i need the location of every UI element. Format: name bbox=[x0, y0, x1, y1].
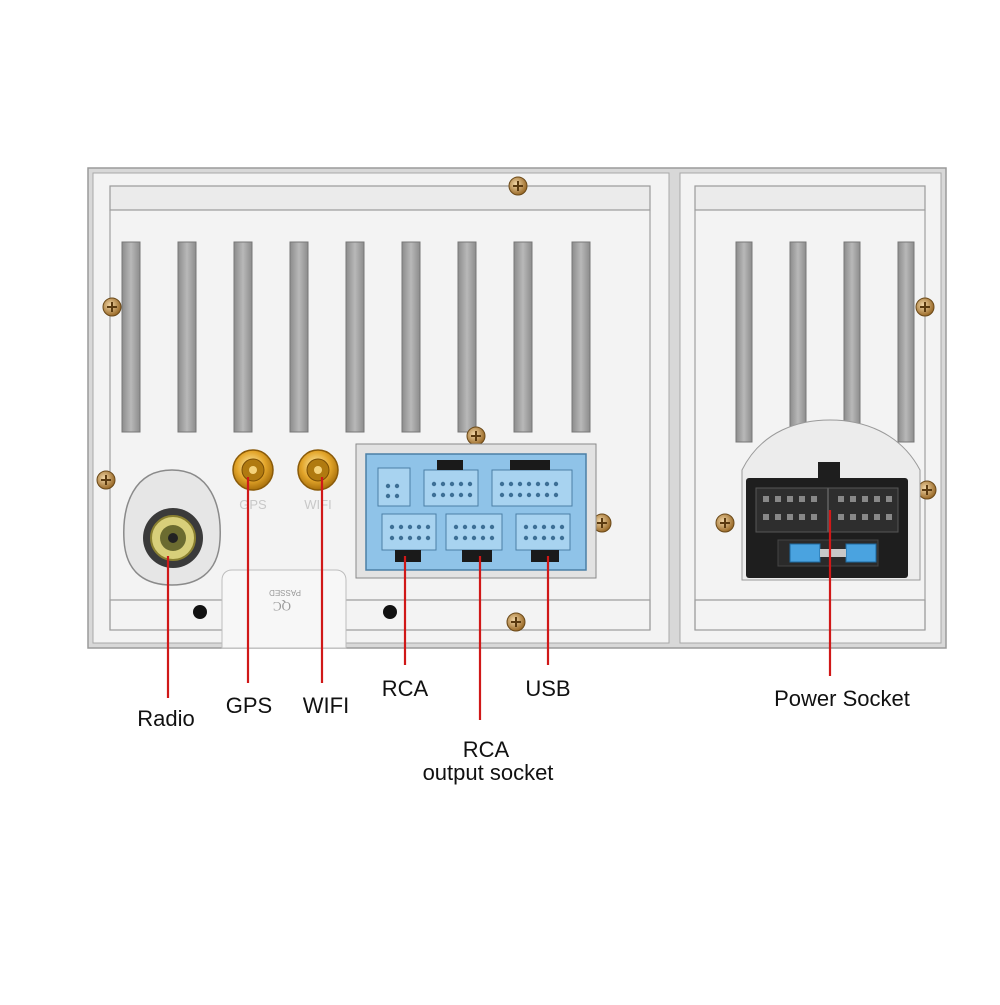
gps-panel-mark: GPS bbox=[239, 497, 267, 512]
label-usb: USB bbox=[525, 676, 571, 701]
label-rca-output-line2: output socket bbox=[422, 760, 554, 785]
vent-slots-left bbox=[121, 241, 591, 433]
callout-lines bbox=[166, 477, 832, 720]
label-rca: RCA bbox=[381, 676, 429, 701]
label-power-socket: Power Socket bbox=[774, 686, 910, 711]
qc-sticker: QC PASSED bbox=[221, 569, 347, 649]
label-gps: GPS bbox=[225, 693, 273, 718]
vent-slots-right bbox=[735, 241, 915, 443]
blue-connector-block bbox=[355, 443, 597, 579]
gps-connector bbox=[232, 449, 274, 491]
passed-mark: PASSED bbox=[269, 588, 301, 597]
wifi-connector bbox=[297, 449, 339, 491]
wifi-panel-mark: WIFI bbox=[304, 497, 331, 512]
qc-mark: QC bbox=[273, 599, 291, 614]
label-radio: Radio bbox=[137, 706, 195, 731]
label-wifi: WIFI bbox=[302, 693, 350, 718]
radio-antenna-socket bbox=[123, 469, 221, 586]
power-socket bbox=[741, 419, 921, 581]
label-rca-output-line1: RCA bbox=[462, 737, 510, 762]
